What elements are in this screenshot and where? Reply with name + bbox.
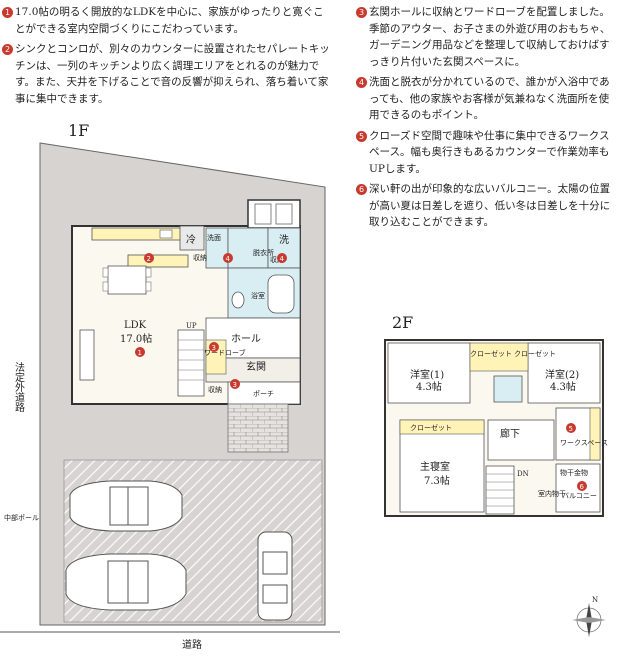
note-text: シンクとコンロが、別々のカウンターに設置されたセパレートキッチンは、一列のキッチ… <box>15 43 330 105</box>
staircase <box>177 329 205 397</box>
work-counter <box>589 407 601 461</box>
note-text: 深い軒の出が印象的な広いバルコニー。太陽の位置が高い夏は日差しを遮り、低い冬は日… <box>369 183 611 228</box>
svg-text:6: 6 <box>580 483 585 491</box>
note-number-badge: 5 <box>356 130 367 142</box>
indoor-drying-label: 室内物干 <box>538 489 566 498</box>
corridor-label: 廊下 <box>500 427 520 440</box>
stairs-down-label: DN <box>517 470 529 478</box>
note-text: 17.0帖の明るく開放的なLDKを中心に、家族がゆったりと寛ぐことができる室内空… <box>15 6 324 35</box>
sofa <box>79 329 95 381</box>
drying-rail-label: 物干金物 <box>560 468 588 477</box>
note-2: 2 シンクとコンロが、別々のカウンターに設置されたセパレートキッチンは、一列のキ… <box>2 41 330 107</box>
fridge-label: 冷 <box>186 233 196 246</box>
note-number-badge: 1 <box>2 7 13 18</box>
front-road-label: 道路 <box>182 638 202 651</box>
plan-badge-5: 5 <box>566 423 576 433</box>
note-number-badge: 2 <box>2 44 13 55</box>
note-5: 5 クローズド空間で趣味や仕事に集中できるワークスペース。幅も奥行きもあるカウン… <box>356 128 618 178</box>
note-number-badge: 3 <box>356 7 367 18</box>
note-3: 3 玄関ホールに収納とワードローブを配置しました。季節のアウター、お子さまの外遊… <box>356 4 618 70</box>
stairs-up-label: UP <box>186 322 197 330</box>
closet-label: クローゼット <box>410 423 452 432</box>
car-icon <box>65 553 187 611</box>
svg-text:3: 3 <box>233 381 237 389</box>
svg-text:3: 3 <box>212 344 216 352</box>
approach-steps <box>227 403 289 453</box>
wardrobe-label: ワードローブ <box>204 348 246 357</box>
master-bedroom <box>399 419 485 513</box>
master-bedroom-label: 主寝室 <box>420 460 450 473</box>
plan-badge-4: 4 <box>223 253 233 263</box>
storage-label: 収納 <box>208 385 222 394</box>
entrance-label: 玄関 <box>246 360 266 373</box>
bathroom-label: 浴室 <box>251 291 265 300</box>
plan-badge-3: 3 <box>209 342 219 352</box>
dressing-room <box>227 227 269 269</box>
plan-badge-6: 6 <box>577 481 587 491</box>
closet-row <box>469 342 529 372</box>
washroom-label: 洗面 <box>207 233 221 242</box>
floor1-plan <box>71 199 301 453</box>
side-road-label: 法定外道路 <box>13 361 25 413</box>
note-1: 1 17.0帖の明るく開放的なLDKを中心に、家族がゆったりと寛ぐことができる室… <box>2 4 330 37</box>
svg-text:5: 5 <box>569 425 573 433</box>
sink-icon <box>159 229 173 239</box>
corridor <box>487 419 555 461</box>
work-space-label: ワークスペース <box>560 439 608 447</box>
svg-text:4: 4 <box>280 255 285 263</box>
balcony-label: バルコニー <box>562 492 597 500</box>
closet-label: クローゼット <box>470 349 512 358</box>
hall-label: ホール <box>231 333 261 345</box>
car-icon <box>69 480 183 532</box>
toilet-room <box>493 375 523 403</box>
note-4: 4 洗面と脱衣が分かれているので、誰かが入浴中であっても、他の家族やお客様が気兼… <box>356 74 618 124</box>
toilet-icon <box>231 291 245 309</box>
bedroom-2-label: 洋室(2) <box>545 368 579 381</box>
fridge-space <box>179 225 205 251</box>
bedroom-2 <box>527 342 601 404</box>
svg-text:1: 1 <box>138 349 142 357</box>
compass-rose-icon: N <box>572 596 606 637</box>
floor2-heading: 2F <box>392 313 413 332</box>
feature-notes-right: 3 玄関ホールに収納とワードローブを配置しました。季節のアウター、お子さまの外遊… <box>356 4 618 235</box>
ldk-label: LDK <box>124 320 147 331</box>
plan-badge-1: 1 <box>135 347 145 357</box>
compass-north-label: N <box>592 596 598 604</box>
plan-badge-2: 2 <box>144 253 154 263</box>
dressing-room-label: 脱衣所 <box>253 248 274 257</box>
bedroom-1-size: 4.3帖 <box>416 380 442 393</box>
ldk-size: 17.0帖 <box>120 332 152 345</box>
kitchen-island <box>127 254 189 268</box>
laundry-label: 洗 <box>279 234 289 246</box>
bathtub-icon <box>267 274 295 314</box>
note-6: 6 深い軒の出が印象的な広いバルコニー。太陽の位置が高い夏は日差しを遮り、低い冬… <box>356 181 618 231</box>
storage-label: 収納 <box>270 255 284 264</box>
exterior-unit <box>247 199 301 229</box>
closet-label: クローゼット <box>514 349 556 358</box>
car-icon <box>257 531 293 621</box>
pole-label: 中部ポール <box>4 513 39 522</box>
note-text: クローズド空間で趣味や仕事に集中できるワークスペース。幅も奥行きもあるカウンター… <box>369 129 610 175</box>
note-number-badge: 4 <box>356 77 367 88</box>
floor1-heading: 1F <box>68 121 89 140</box>
note-number-badge: 6 <box>356 184 367 195</box>
storage-label: 収納 <box>193 253 207 262</box>
bedroom-1 <box>387 342 471 404</box>
note-text: 洗面と脱衣が分かれているので、誰かが入浴中であっても、他の家族やお客様が気兼ねな… <box>369 76 610 121</box>
bedroom-2-size: 4.3帖 <box>550 380 576 393</box>
note-text: 玄関ホールに収納とワードローブを配置しました。季節のアウター、お子さまの外遊び用… <box>369 6 611 68</box>
plan-badge-3: 3 <box>230 379 240 389</box>
dining-table <box>107 265 147 295</box>
feature-notes-left: 1 17.0帖の明るく開放的なLDKを中心に、家族がゆったりと寛ぐことができる室… <box>2 4 330 111</box>
master-closet <box>399 419 485 435</box>
plan-badge-4: 4 <box>277 253 287 263</box>
porch-label: ポーチ <box>253 390 274 398</box>
bedroom-1-label: 洋室(1) <box>410 368 444 381</box>
svg-text:2: 2 <box>147 255 151 263</box>
master-bedroom-size: 7.3帖 <box>424 474 450 487</box>
svg-text:4: 4 <box>226 255 231 263</box>
